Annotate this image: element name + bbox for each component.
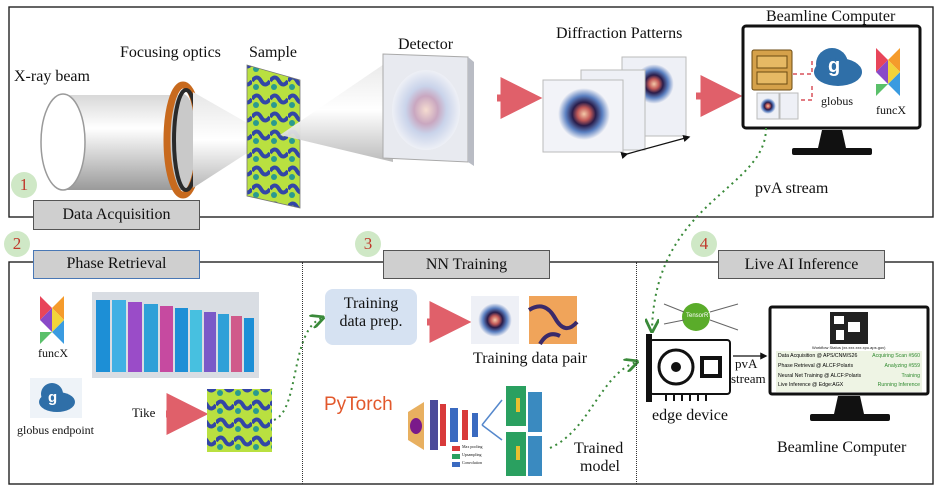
stage-title-nn-training: NN Training xyxy=(383,250,550,279)
diffraction-patterns-label: Diffraction Patterns xyxy=(556,25,683,42)
unet-diagram xyxy=(408,386,542,476)
beam-cone-in xyxy=(193,92,272,188)
stack-arrow xyxy=(620,135,691,159)
tike-label: Tike xyxy=(132,405,156,420)
row-status: Analyzing #559 xyxy=(884,362,920,369)
legend-convolution: Convolution xyxy=(462,460,483,465)
training-data-pair-label: Training data pair xyxy=(473,350,588,367)
beamline-computer-bottom-label: Beamline Computer xyxy=(777,439,907,456)
workflow-status-table: Data Acquisition @ APS/CNM/S26 Acquiring… xyxy=(778,352,920,391)
training-data-prep-box: Training data prep. xyxy=(325,289,417,345)
beamline-computer-top-label: Beamline Computer xyxy=(766,8,896,25)
row-status: Acquiring Scan #560 xyxy=(872,353,920,359)
row-status: Running Inference xyxy=(877,382,920,389)
stage-number-3: 3 xyxy=(355,231,381,257)
pair-phase-image xyxy=(527,296,579,346)
row-task: Live Inference @ Edge:AGX xyxy=(778,382,844,389)
detector-panel xyxy=(382,53,474,166)
stage-title-live-ai-inference: Live AI Inference xyxy=(718,250,885,279)
supercomputer-photo xyxy=(92,292,259,378)
row-task: Neural Net Training @ ALCF:Polaris xyxy=(778,372,862,379)
edge-device-label: edge device xyxy=(652,407,728,424)
globus-icon-top: g xyxy=(814,48,862,86)
row-task: Phase Retrieval @ ALCF:Polaris xyxy=(778,362,854,369)
focusing-optics-label: Focusing optics xyxy=(120,44,221,61)
stage-number-1: 1 xyxy=(11,172,37,198)
table-row: Live Inference @ Edge:AGX Running Infere… xyxy=(778,381,920,391)
training-prep-line2: data prep. xyxy=(339,313,403,330)
table-row: Neural Net Training @ ALCF:Polaris Train… xyxy=(778,372,920,382)
pva-stream-path xyxy=(652,127,767,330)
phase-to-training-path xyxy=(273,318,322,421)
funcx-top-label: funcX xyxy=(876,103,906,117)
sample-label: Sample xyxy=(249,44,297,61)
legend-max-pooling: Max pooling xyxy=(462,444,483,449)
funcx-logo-top xyxy=(876,48,900,96)
stage-title-data-acquisition: Data Acquisition xyxy=(33,200,200,230)
divider-training-inference xyxy=(636,262,637,484)
detector-label: Detector xyxy=(398,36,454,53)
beam-cone-out xyxy=(280,58,393,162)
pva-stream-top-label: pvA stream xyxy=(755,180,829,197)
file-cabinet-icon xyxy=(751,49,793,91)
row-task: Data Acquisition @ APS/CNM/S26 xyxy=(778,353,858,359)
monitor-pattern-thumb xyxy=(760,98,776,114)
funcx-bottom-label: funcX xyxy=(38,346,68,360)
training-prep-line1: Training xyxy=(343,295,399,312)
trained-model-line2: model xyxy=(580,458,620,475)
tensorrt-label: TensorRT xyxy=(686,313,712,319)
trained-model-line1: Trained xyxy=(574,440,624,457)
stage-title-phase-retrieval: Phase Retrieval xyxy=(33,250,200,279)
xray-beam-label: X-ray beam xyxy=(14,68,90,85)
table-row: Data Acquisition @ APS/CNM/S26 Acquiring… xyxy=(778,352,920,362)
acquisition-panel xyxy=(8,6,934,218)
globus-endpoint-label: globus endpoint xyxy=(17,423,94,437)
divider-phase-training xyxy=(302,262,303,484)
pva-stream-bottom-line1: pvA xyxy=(735,356,758,371)
pva-stream-bottom-line2: stream xyxy=(731,371,766,386)
row-status: Training xyxy=(901,372,920,379)
table-row: Phase Retrieval @ ALCF:Polaris Analyzing… xyxy=(778,362,920,372)
model-to-edge-path xyxy=(549,362,636,449)
beamline-monitor-bottom xyxy=(768,305,930,421)
sample-image xyxy=(246,64,301,209)
stage-number-2: 2 xyxy=(4,231,30,257)
legend-upsampling: Upsampling xyxy=(462,452,482,457)
edge-device-card xyxy=(646,334,731,402)
workflow-status-title: Workflow Status (xx.xxx.xxx.xpu.aps.gov) xyxy=(812,345,886,350)
svg-text:g: g xyxy=(828,55,840,77)
diffraction-stack xyxy=(542,56,687,153)
stage-number-4: 4 xyxy=(691,231,717,257)
svg-text:g: g xyxy=(48,389,57,406)
globus-label: globus xyxy=(821,94,854,108)
reconstruction-image xyxy=(207,389,272,452)
pytorch-logo-text: PyTorch xyxy=(324,394,393,415)
tensorrt-icon xyxy=(663,303,739,331)
funcx-logo-bottom xyxy=(40,296,64,344)
globus-endpoint-icon: g xyxy=(30,378,82,418)
